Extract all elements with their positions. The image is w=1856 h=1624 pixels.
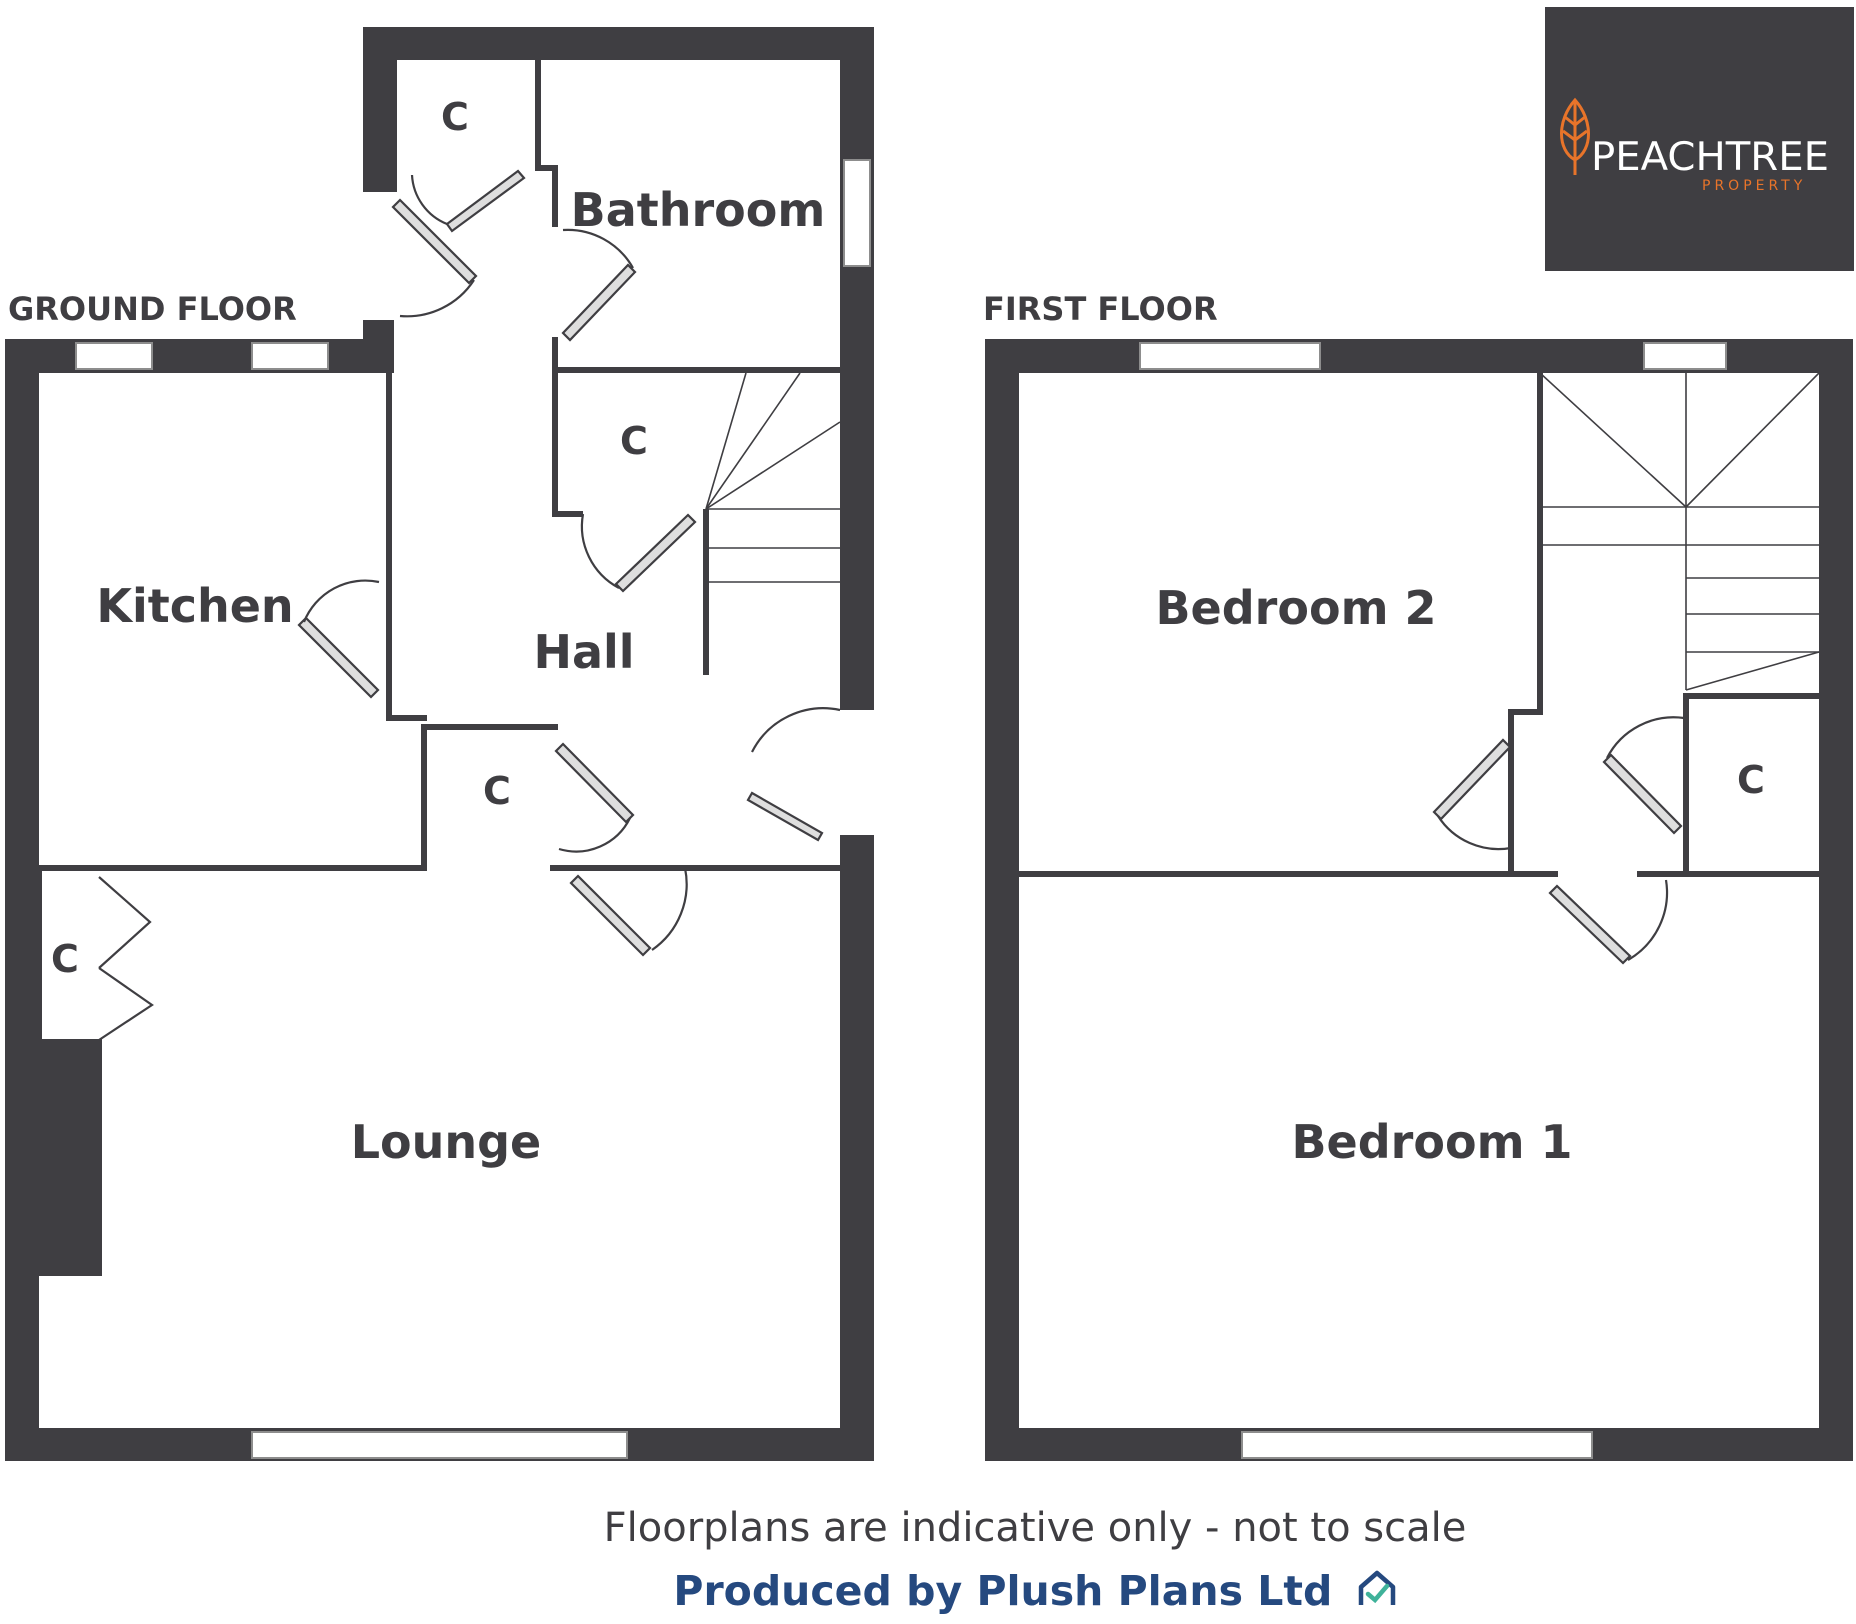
room-bathroom-label: Bathroom bbox=[571, 183, 826, 237]
room-kitchen-label: Kitchen bbox=[96, 579, 293, 633]
first-floor-plan: FIRST FLOOR Bedroom 2 Bedroom 1 C bbox=[983, 290, 1853, 1461]
chimney-breast bbox=[39, 1042, 99, 1273]
ground-wall-outer-right-upper bbox=[840, 27, 874, 710]
window-landing bbox=[1643, 342, 1727, 370]
house-check-icon bbox=[1357, 1569, 1397, 1619]
window-lounge bbox=[251, 1431, 628, 1459]
credit-line: Produced by Plush Plans Ltd bbox=[0, 1567, 1856, 1619]
cupboard-lower-label: C bbox=[483, 769, 511, 813]
ground-wall-kitchen-top bbox=[5, 339, 394, 373]
ground-wall-outer-left bbox=[5, 339, 39, 1461]
first-wall-outer-left bbox=[985, 339, 1019, 1461]
room-lounge-label: Lounge bbox=[351, 1115, 542, 1169]
room-bedroom2-label: Bedroom 2 bbox=[1155, 581, 1436, 635]
peachtree-logo: PEACHTREE PROPERTY bbox=[1545, 7, 1854, 271]
credit-text: Produced by Plush Plans Ltd bbox=[673, 1567, 1333, 1615]
window-bedroom1 bbox=[1241, 1431, 1593, 1459]
brand-name: PEACHTREE bbox=[1591, 135, 1829, 180]
leaf-icon bbox=[1560, 97, 1590, 175]
ground-wall-outer-top bbox=[363, 27, 874, 60]
cupboard-hall-label: C bbox=[620, 419, 648, 463]
first-floor-label: FIRST FLOOR bbox=[983, 290, 1218, 328]
cupboard-first-label: C bbox=[1737, 758, 1765, 802]
brand-tagline: PROPERTY bbox=[1702, 178, 1806, 194]
window-kitchen-1 bbox=[75, 342, 153, 370]
first-wall-outer-right bbox=[1819, 339, 1853, 1461]
ground-staircase bbox=[705, 372, 841, 672]
window-bathroom bbox=[843, 159, 871, 267]
ground-doors bbox=[98, 169, 841, 1041]
cupboard-top-label: C bbox=[441, 95, 469, 139]
disclaimer-text: Floorplans are indicative only - not to … bbox=[603, 1505, 1467, 1551]
window-kitchen-2 bbox=[251, 342, 329, 370]
ground-floor-label: GROUND FLOOR bbox=[8, 290, 297, 328]
room-hall-label: Hall bbox=[533, 625, 634, 679]
ground-wall-outer-top-left bbox=[363, 27, 397, 192]
room-bedroom1-label: Bedroom 1 bbox=[1291, 1115, 1572, 1169]
first-internal-walls bbox=[1016, 370, 1822, 877]
first-staircase bbox=[1539, 372, 1820, 691]
logo-background bbox=[1545, 7, 1854, 271]
cupboard-lounge-label: C bbox=[51, 937, 79, 981]
ground-floor-plan: GROUND FLOOR Kitchen Hall Bathroom Loung… bbox=[5, 27, 874, 1461]
ground-wall-outer-right-lower bbox=[840, 835, 874, 1461]
window-bedroom2 bbox=[1139, 342, 1321, 370]
first-doors bbox=[1432, 716, 1685, 965]
ground-wall-kitchen-top-stub bbox=[363, 320, 394, 373]
